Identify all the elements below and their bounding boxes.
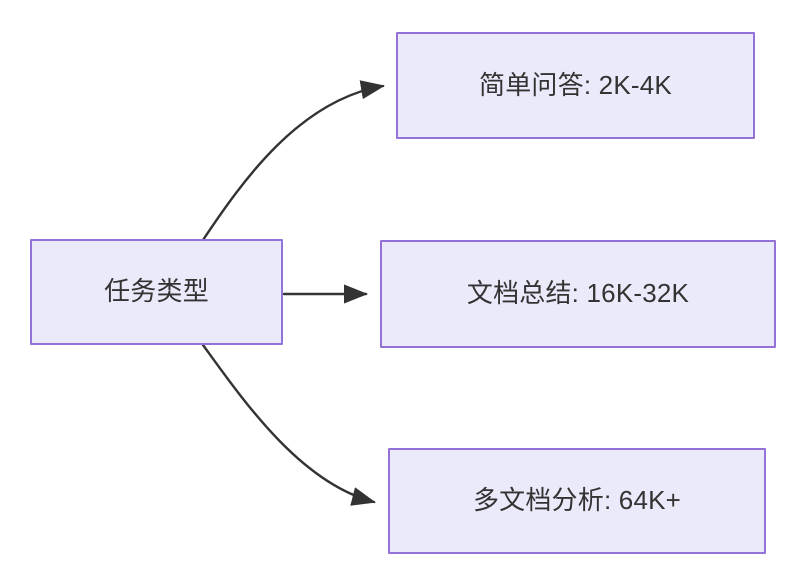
node-task-type[interactable]: 任务类型 [30,239,283,345]
node-simple-qa[interactable]: 简单问答: 2K-4K [396,32,755,139]
edge-source-to-multi-doc [201,343,376,506]
node-multi-doc[interactable]: 多文档分析: 64K+ [388,448,766,554]
node-simple-qa-label: 简单问答: 2K-4K [479,69,672,100]
edge-source-to-simple-qa [201,80,385,242]
node-doc-summary-label: 文档总结: 16K-32K [466,278,690,309]
node-doc-summary[interactable]: 文档总结: 16K-32K [380,240,776,348]
node-task-type-label: 任务类型 [104,276,209,307]
node-multi-doc-label: 多文档分析: 64K+ [472,485,682,516]
